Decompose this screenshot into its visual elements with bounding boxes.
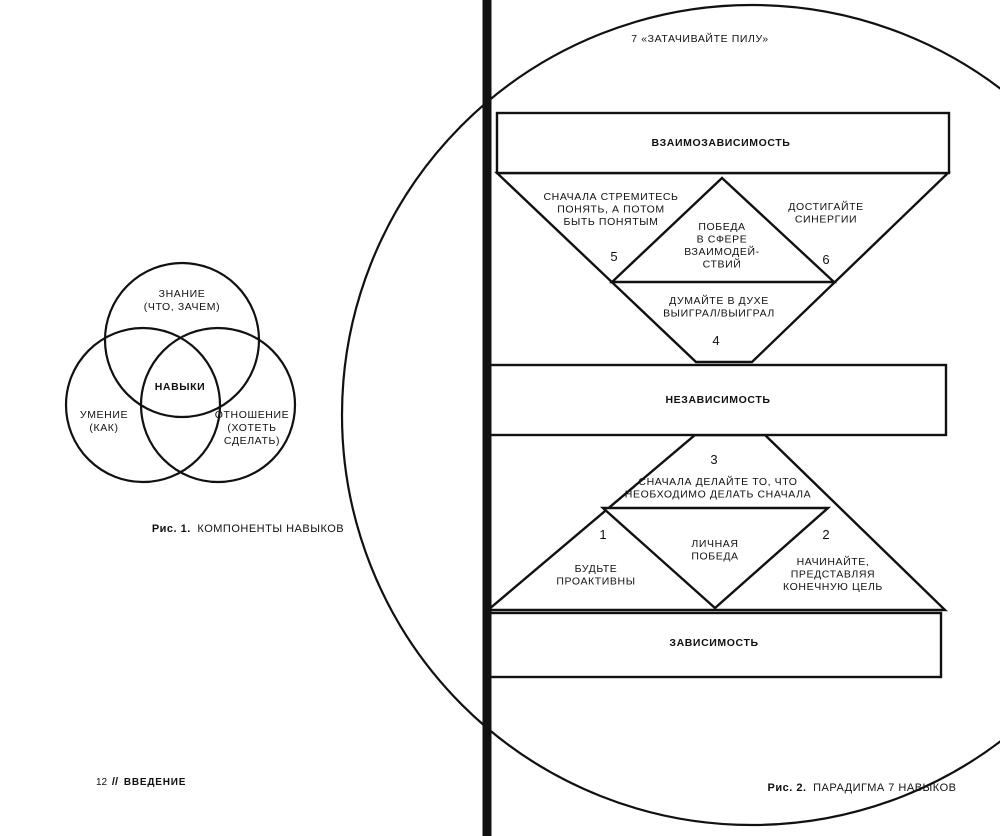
habit4-text-line: ДУМАЙТЕ В ДУХЕ	[669, 294, 769, 307]
habit6-text-line: СИНЕРГИИ	[795, 214, 857, 226]
habit4-text-line: ВЫИГРАЛ/ВЫИГРАЛ	[663, 308, 775, 320]
skill-circle	[64, 326, 222, 484]
knowledge-label: ЗНАНИЕ(ЧТО, ЗАЧЕМ)	[144, 288, 220, 313]
attitude-label-line: СДЕЛАТЬ)	[224, 435, 280, 447]
skill-label: УМЕНИЕ(КАК)	[80, 409, 128, 434]
knowledge-circle	[103, 261, 261, 419]
habit6-text-line: ДОСТИГАЙТЕ	[788, 200, 863, 213]
footer-separator: //	[112, 776, 118, 788]
habit1-number: 1	[599, 527, 606, 542]
fig1-venn-diagram: ЗНАНИЕ(ЧТО, ЗАЧЕМ) УМЕНИЕ(КАК) ОТНОШЕНИЕ…	[64, 261, 297, 484]
knowledge-label-line: (ЧТО, ЗАЧЕМ)	[144, 301, 220, 313]
habit6-number: 6	[822, 252, 829, 267]
habit3-number: 3	[710, 452, 717, 467]
public-victory-label-line: В СФЕРЕ	[697, 234, 748, 246]
interdependence-label: ВЗАИМОЗАВИСИМОСТЬ	[652, 137, 791, 149]
private-victory-label-line: ЛИЧНАЯ	[691, 538, 738, 550]
attitude-circle	[139, 326, 297, 484]
attitude-label-line: (ХОТЕТЬ	[227, 422, 276, 434]
habit1-text-line: ПРОАКТИВНЫ	[556, 576, 635, 588]
habit5-text-line: СНАЧАЛА СТРЕМИТЕСЬ	[543, 191, 678, 203]
habit2-text-line: НАЧИНАЙТЕ,	[797, 555, 870, 568]
skill-label-line: УМЕНИЕ	[80, 409, 128, 421]
public-victory-triangle	[608, 176, 838, 284]
dependence-label: ЗАВИСИМОСТЬ	[669, 637, 758, 649]
public-victory-label-line: СТВИЙ	[703, 258, 742, 271]
habit3-text-line: СНАЧАЛА ДЕЛАЙТЕ ТО, ЧТО	[638, 475, 797, 488]
attitude-label-line: ОТНОШЕНИЕ	[215, 409, 290, 421]
habit7-label: 7 «ЗАТАЧИВАЙТЕ ПИЛУ»	[631, 32, 768, 45]
knowledge-label-line: ЗНАНИЕ	[159, 288, 206, 300]
private-victory-label-line: ПОБЕДА	[691, 551, 738, 563]
section-name: ВВЕДЕНИЕ	[124, 777, 186, 788]
habit5-text-line: ПОНЯТЬ, А ПОТОМ	[557, 204, 665, 216]
habit2-text-line: ПРЕДСТАВЛЯЯ	[791, 569, 876, 581]
dependence-bar	[487, 611, 943, 679]
habit1-text-line: БУДЬТЕ	[575, 563, 618, 575]
habit5-number: 5	[610, 249, 617, 264]
fig2-caption-text: ПАРАДИГМА 7 НАВЫКОВ	[813, 782, 956, 794]
fig1-caption-prefix: Рис. 1.	[152, 523, 191, 535]
habit3-text-line: НЕОБХОДИМО ДЕЛАТЬ СНАЧАЛА	[625, 489, 811, 501]
fig1-caption-text: КОМПОНЕНТЫ НАВЫКОВ	[197, 523, 344, 535]
page-number: 12	[96, 777, 108, 788]
sharpen-saw-circle	[341, 4, 1000, 826]
fig2-paradigm-diagram: 7 «ЗАТАЧИВАЙТЕ ПИЛУ» ВЗАИМОЗАВИСИМОСТЬ Н…	[341, 0, 1000, 836]
private-victory-triangle	[599, 506, 832, 610]
habit4-number: 4	[712, 333, 719, 348]
skills-center-label: НАВЫКИ	[155, 381, 206, 393]
page-footer: 12 // ВВЕДЕНИЕ	[96, 776, 186, 788]
interdependence-bar	[495, 111, 951, 175]
independence-label: НЕЗАВИСИМОСТЬ	[665, 394, 770, 406]
fig2-caption: Рис. 2. ПАРАДИГМА 7 НАВЫКОВ	[768, 782, 957, 794]
fig1-caption: Рис. 1. КОМПОНЕНТЫ НАВЫКОВ	[152, 523, 344, 535]
public-victory-label-line: ПОБЕДА	[698, 221, 745, 233]
fig2-caption-prefix: Рис. 2.	[768, 782, 807, 794]
habit2-text-line: КОНЕЧНУЮ ЦЕЛЬ	[783, 581, 883, 593]
habit5-text-line: БЫТЬ ПОНЯТЫМ	[564, 216, 659, 228]
public-victory-label-line: ВЗАИМОДЕЙ-	[684, 245, 759, 258]
habit2-number: 2	[822, 527, 829, 542]
skill-label-line: (КАК)	[89, 422, 118, 434]
